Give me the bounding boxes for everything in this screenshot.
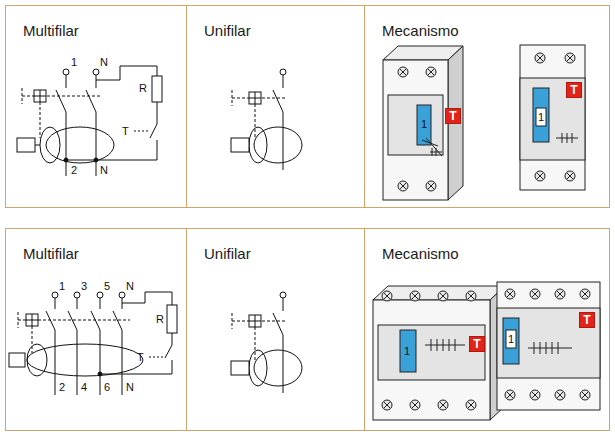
badge-letter: T [470, 337, 484, 351]
terminal-label: 1 [508, 333, 514, 345]
terminal-label: 6 [104, 381, 110, 393]
test-button-badge: T [579, 312, 595, 328]
terminal-label: 2 [71, 164, 77, 176]
terminal-label: 3 [81, 280, 87, 292]
test-button-badge: T [445, 108, 461, 124]
table-cell: Multifilar [5, 5, 187, 208]
terminal-label: 1 [421, 118, 427, 130]
test-button-badge: T [566, 82, 582, 98]
terminal-label: R [156, 313, 164, 325]
terminal-label: 4 [81, 381, 87, 393]
test-button-badge: T [469, 336, 485, 352]
table-cell: MecanismoT T [364, 5, 610, 208]
terminal-label: N [100, 56, 108, 68]
terminal-label: T [122, 125, 129, 137]
terminal-label: N [126, 381, 134, 393]
terminal-label: 1 [71, 56, 77, 68]
terminal-label: N [126, 280, 134, 292]
column-heading: Unifilar [204, 245, 251, 262]
terminal-label: 1 [538, 111, 544, 123]
terminal-label: R [139, 82, 147, 94]
table-cell: Unifilar [186, 5, 365, 208]
table-cell: MecanismoT T [364, 228, 610, 431]
column-heading: Unifilar [204, 22, 251, 39]
table-cell: Unifilar [186, 228, 365, 431]
terminal-label: 1 [59, 280, 65, 292]
terminal-label: 1 [404, 345, 410, 357]
terminal-label: 5 [104, 280, 110, 292]
badge-letter: T [567, 83, 581, 97]
terminal-label: T [137, 351, 144, 363]
column-heading: Mecanismo [382, 245, 459, 262]
column-heading: Mecanismo [382, 22, 459, 39]
badge-letter: T [580, 313, 594, 327]
table-cell: Multifilar [5, 228, 187, 431]
column-heading: Multifilar [23, 22, 79, 39]
column-heading: Multifilar [23, 245, 79, 262]
badge-letter: T [446, 109, 460, 123]
terminal-label: 2 [59, 381, 65, 393]
terminal-label: N [100, 164, 108, 176]
